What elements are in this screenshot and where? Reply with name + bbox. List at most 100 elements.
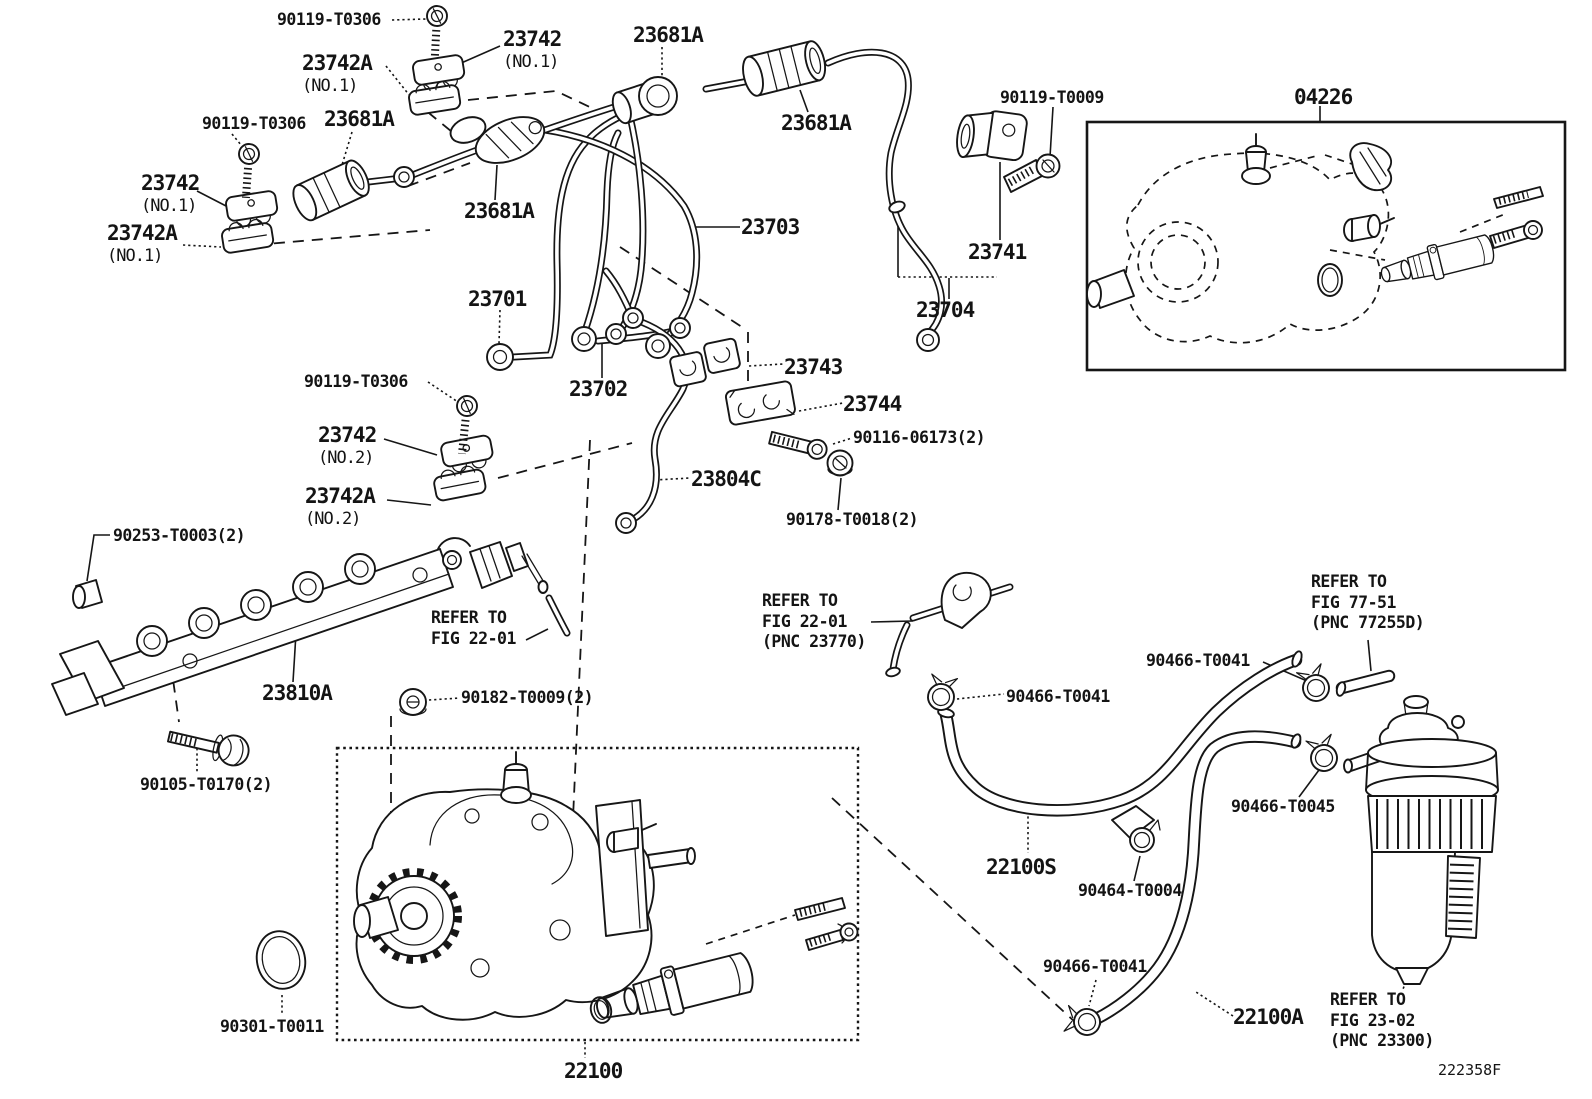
label-line: (PNC 77255D): [1311, 613, 1425, 632]
label-line: (NO.1): [302, 76, 358, 96]
bracket-23741-icon: [956, 110, 1028, 162]
label-line: 23743: [784, 355, 843, 379]
label-line: 23742: [503, 27, 562, 51]
label-line: FIG 22-01: [762, 611, 847, 631]
part-label-clamp-90466-t0041-left: 90466-T0041: [1006, 687, 1110, 708]
label-line: 23681A: [781, 111, 852, 135]
part-label-clamp-90464-t0004: 90464-T0004: [1078, 881, 1182, 902]
pump-port-icon: [606, 823, 657, 853]
part-label-pipe-23701: 23701: [468, 287, 527, 311]
nut-90182-t0009-icon: [399, 688, 427, 716]
label-line: 23741: [968, 240, 1027, 264]
part-label-hose-22100a: 22100A: [1233, 1005, 1304, 1029]
injector-body2-icon: [449, 116, 487, 144]
part-label-oring-90301-t0011: 90301-T0011: [220, 1017, 324, 1038]
label-line: 90178-T0018(2): [786, 510, 919, 529]
figure-code: 222358F: [1438, 1062, 1501, 1079]
nozzle-sleeve-left-icon: [292, 159, 370, 222]
label-line: 23681A: [633, 23, 704, 47]
label-line: FIG 23-02: [1330, 1010, 1415, 1030]
label-line: 90466-T0041: [1043, 957, 1147, 976]
bolt-90119-t0306-icon-1: [426, 5, 448, 59]
part-90253-t0003-icon: [72, 579, 103, 609]
bolt-90119-t0306-icon-3: [456, 395, 478, 455]
injection-pipes-art: [368, 52, 1010, 678]
label-line: 23702: [569, 377, 628, 401]
hose-clamp-90466-t0041-bottom-icon: [1063, 1004, 1104, 1039]
part-label-hose-22100s: 22100S: [986, 855, 1057, 879]
part-label-clamp-90466-t0041-right: 90466-T0041: [1146, 651, 1250, 672]
label-line: 90301-T0011: [220, 1017, 324, 1036]
part-label-nozzle-23681a-left: 23681A: [324, 107, 395, 131]
supply-pump-art: [353, 751, 696, 1021]
bolt-90119-t0009-icon: [1003, 153, 1061, 193]
nozzle-ring-top-icon: [611, 76, 678, 125]
label-line: 23742A: [305, 484, 376, 508]
part-label-pipe-23702: 23702: [569, 377, 628, 401]
label-line: 222358F: [1438, 1061, 1502, 1079]
part-label-bolt-90119-t0306-1: 90119-T0306: [277, 10, 381, 31]
label-line: REFER TO: [1311, 572, 1387, 591]
hose-clamp-90466-t0045-icon: [1305, 733, 1341, 775]
pump-kit-04226-art: [1086, 133, 1544, 344]
part-label-nozzle-23681a-cluster: 23681A: [464, 200, 535, 223]
part-label-nut-90182-t0009: 90182-T0009(2): [461, 688, 594, 709]
part-label-clamp-23742a-no2: 23742A(NO.2): [305, 484, 376, 531]
label-line: REFER TO: [431, 608, 507, 627]
label-line: 23742: [141, 171, 200, 195]
part-label-rail-23810a: 23810A: [262, 681, 333, 705]
pump-oring-90301-icon: [255, 930, 307, 990]
label-line: 90466-T0045: [1231, 797, 1335, 816]
label-line: 23744: [843, 392, 902, 416]
pump-kit-box-04226: [1085, 120, 1567, 372]
nut-90178-t0018-icon: [826, 449, 854, 477]
part-label-nut-90178-t0018: 90178-T0018(2): [786, 510, 919, 531]
label-line: (PNC 23300): [1330, 1031, 1434, 1050]
part-label-clamp-23742-no1-a: 23742(NO.1): [503, 27, 562, 74]
label-line: 90182-T0009(2): [461, 688, 594, 707]
nozzle-sleeve-mid-icon: [742, 40, 827, 97]
label-line: 23804C: [691, 467, 762, 491]
part-label-clamp-90466-t0045: 90466-T0045: [1231, 797, 1335, 818]
label-line: FIG 77-51: [1311, 592, 1396, 612]
label-line: 23742A: [107, 221, 178, 245]
part-label-clamp-23742-no2: 23742(NO.2): [318, 424, 377, 470]
label-line: 90253-T0003(2): [113, 526, 246, 545]
leader-lines: [86, 18, 1409, 1058]
scv-oring-icon: [589, 996, 613, 1024]
label-line: 23681A: [324, 107, 395, 131]
label-line: 90116-06173(2): [853, 428, 986, 447]
pump-filler-cap-icon: [500, 751, 532, 804]
label-line: 23704: [916, 298, 975, 322]
label-line: (NO.1): [107, 246, 163, 266]
label-line: 22100: [564, 1059, 623, 1083]
label-line: 22100S: [986, 855, 1057, 879]
injector-body-icon: [474, 116, 546, 164]
hose-clamp-90466-t0041-left-icon: [924, 673, 959, 714]
part-label-pump-22100: 22100: [564, 1059, 623, 1083]
part-label-bolt-90105-t0170: 90105-T0170(2): [140, 775, 273, 796]
pump-box-22100: [335, 746, 860, 1042]
label-line: 23701: [468, 287, 527, 311]
label-line: (NO.2): [305, 509, 361, 529]
part-label-bolt-90119-t0306-3: 90119-T0306: [304, 372, 408, 393]
label-line: 23742A: [302, 51, 373, 75]
part-label-clamp-23743: 23743: [784, 355, 843, 379]
label-line: 22100A: [1233, 1005, 1304, 1029]
part-label-clamp-23742a-no1-a: 23742A(NO.1): [302, 51, 373, 98]
fuel-filter-art: [1343, 695, 1499, 985]
pump-stud-icon: [794, 897, 846, 921]
label-line: 90119-T0306: [202, 114, 306, 133]
label-line: 23810A: [262, 681, 333, 705]
label-line: 90466-T0041: [1146, 651, 1250, 670]
part-label-pipe-23704: 23704: [916, 298, 975, 322]
bolt-90105-t0170-icon: [167, 730, 250, 767]
clamp-pair-no1-b-icon: [219, 189, 281, 255]
part-label-pipe-23804c: 23804C: [691, 467, 762, 491]
label-line: 04226: [1294, 85, 1353, 109]
label-line: 90119-T0306: [304, 372, 408, 391]
part-label-clamp-23744: 23744: [843, 392, 902, 416]
